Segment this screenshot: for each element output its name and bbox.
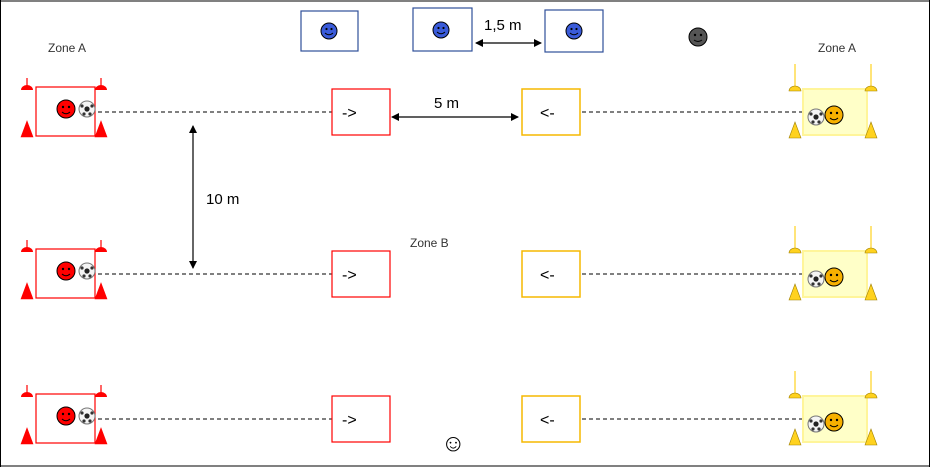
triangle-cone-icon: [864, 428, 878, 446]
smiley-face-icon: [565, 22, 583, 40]
soccer-ball-icon: [807, 108, 825, 126]
zone-a-left-label: Zone A: [48, 41, 86, 55]
lane-1: -> <-: [20, 64, 878, 139]
yellow-target-box: <-: [521, 250, 581, 298]
lane-2: -> <-: [20, 226, 878, 301]
yellow-target-box: <-: [521, 88, 581, 136]
smiley-face-icon: [824, 267, 844, 287]
triangle-cone-icon: [20, 282, 34, 300]
goal-post-icon: [21, 385, 33, 397]
goal-post-icon: [788, 226, 802, 254]
soccer-ball-icon: [78, 262, 96, 280]
goal-post-icon: [95, 385, 107, 397]
triangle-cone-icon: [864, 121, 878, 139]
distance-label-1-5m: 1,5 m: [484, 17, 522, 34]
triangle-cone-icon: [94, 427, 108, 445]
smiley-face-icon: [432, 21, 450, 39]
goal-post-icon: [95, 78, 107, 90]
red-target-box: ->: [331, 250, 391, 298]
yellow-target-box: <-: [521, 395, 581, 443]
blue-player-box: [300, 10, 359, 52]
triangle-cone-icon: [94, 282, 108, 300]
blue-player-box: [412, 7, 473, 52]
smiley-face-icon: [824, 105, 844, 125]
triangle-cone-icon: [20, 427, 34, 445]
goal-post-icon: [788, 371, 802, 399]
arrow-left-label: <-: [540, 412, 555, 429]
zone-a-right-label: Zone A: [818, 41, 856, 55]
zone-b-label: Zone B: [410, 236, 449, 250]
arrow-right-label: ->: [342, 267, 357, 284]
smiley-face-icon: [320, 22, 338, 40]
triangle-cone-icon: [788, 428, 802, 446]
yellow-goal: [788, 371, 878, 446]
arrow-left-label: <-: [540, 105, 555, 122]
goal-post-icon: [864, 64, 878, 92]
blue-player-box: [544, 9, 604, 53]
arrow-right-label: ->: [342, 412, 357, 429]
distance-label-5m: 5 m: [434, 95, 459, 112]
referee-icon: [688, 27, 708, 47]
triangle-cone-icon: [94, 120, 108, 138]
soccer-ball-icon: [807, 415, 825, 433]
smiley-face-icon: [56, 99, 76, 119]
red-target-box: ->: [331, 88, 391, 136]
triangle-cone-icon: [788, 121, 802, 139]
yellow-goal: [788, 226, 878, 301]
lane-3: -> <-: [20, 371, 878, 446]
triangle-cone-icon: [20, 120, 34, 138]
goal-post-icon: [864, 226, 878, 254]
goal-post-icon: [95, 240, 107, 252]
smiley-face-icon: [56, 261, 76, 281]
smiley-face-icon: [824, 412, 844, 432]
soccer-ball-icon: [78, 407, 96, 425]
goal-post-icon: [21, 78, 33, 90]
soccer-ball-icon: [807, 270, 825, 288]
goal-post-icon: [788, 64, 802, 92]
red-goal: [20, 385, 108, 445]
red-target-box: ->: [331, 395, 391, 443]
triangle-cone-icon: [864, 283, 878, 301]
red-goal: [20, 78, 108, 138]
neutral-player-icon: ☺: [441, 430, 466, 457]
arrow-right-label: ->: [342, 105, 357, 122]
triangle-cone-icon: [788, 283, 802, 301]
distance-label-10m: 10 m: [206, 191, 239, 208]
goal-post-icon: [864, 371, 878, 399]
lanes: -> <- -> <- -> <-: [20, 64, 878, 446]
smiley-face-icon: [56, 406, 76, 426]
goal-post-icon: [21, 240, 33, 252]
red-goal: [20, 240, 108, 300]
arrow-left-label: <-: [540, 267, 555, 284]
yellow-goal: [788, 64, 878, 139]
soccer-ball-icon: [78, 100, 96, 118]
